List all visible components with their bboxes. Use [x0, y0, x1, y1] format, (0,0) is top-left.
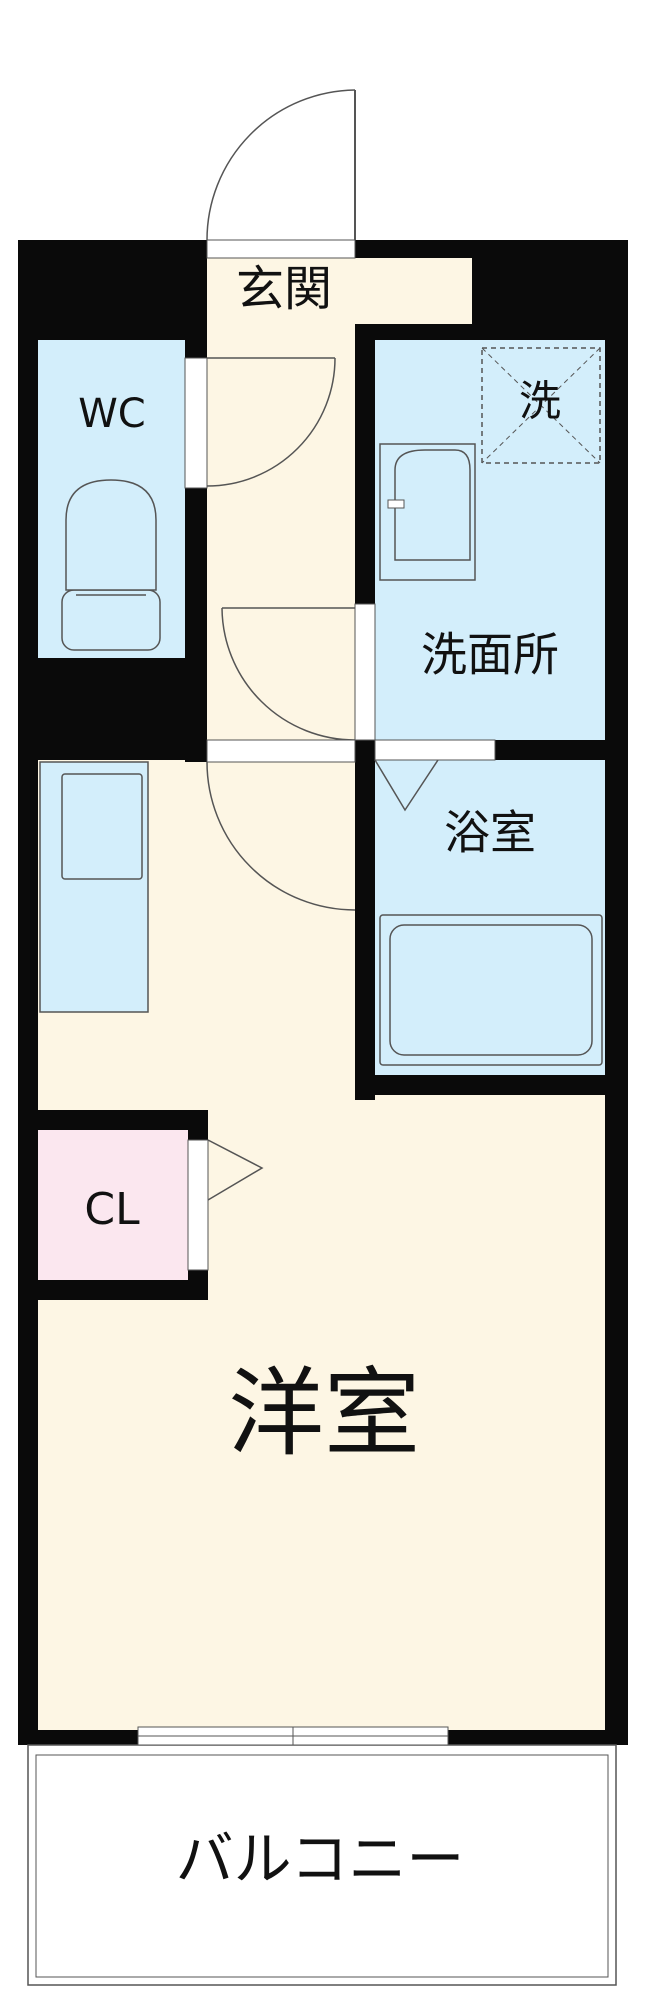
wall-entry-right	[355, 324, 375, 436]
vanity-faucet	[387, 499, 405, 509]
bathroom-label: 浴室	[444, 806, 536, 860]
toilet-tank	[61, 589, 161, 651]
hallway-floor	[207, 324, 355, 744]
wall-wc-right	[185, 258, 207, 758]
washer-diagonal-b	[481, 347, 601, 464]
entrance-floor	[207, 258, 472, 324]
hall-door-swing	[206, 761, 356, 911]
hall-door-opening	[206, 739, 356, 763]
washer-space	[481, 347, 601, 464]
balcony-label: バルコニー	[176, 1825, 465, 1893]
wc-door-swing	[206, 357, 336, 487]
vanity-basin	[394, 449, 471, 561]
entry-door-opening	[206, 239, 356, 259]
closet-door-opening	[187, 1139, 209, 1271]
washroom-door-opening	[354, 603, 376, 741]
wall-closet-bottom	[38, 1280, 208, 1300]
washer-label: 洗	[519, 377, 561, 426]
washer-pan	[475, 340, 605, 465]
washroom-door-swing	[221, 607, 356, 741]
entry-door-swing	[206, 89, 356, 241]
wall-closet-top	[38, 1110, 208, 1130]
bathtub-inner	[389, 924, 593, 1056]
western-room-label: 洋室	[228, 1357, 420, 1469]
wall-bath-bottom	[355, 1075, 605, 1095]
closet-door-fold	[207, 1139, 264, 1201]
wc-label: WC	[78, 391, 145, 437]
bath-door-fold	[374, 759, 439, 812]
closet-floor	[38, 1130, 188, 1280]
closet-label: CL	[84, 1184, 140, 1235]
toilet-bowl	[65, 479, 157, 591]
wc-door-opening	[184, 357, 208, 489]
washroom-label: 洗面所	[421, 628, 559, 682]
bath-door-opening	[374, 739, 496, 761]
entrance-label: 玄関	[236, 261, 332, 317]
balcony-railing	[35, 1754, 609, 1978]
sink-basin	[61, 773, 143, 880]
balcony-area	[27, 1744, 617, 1986]
